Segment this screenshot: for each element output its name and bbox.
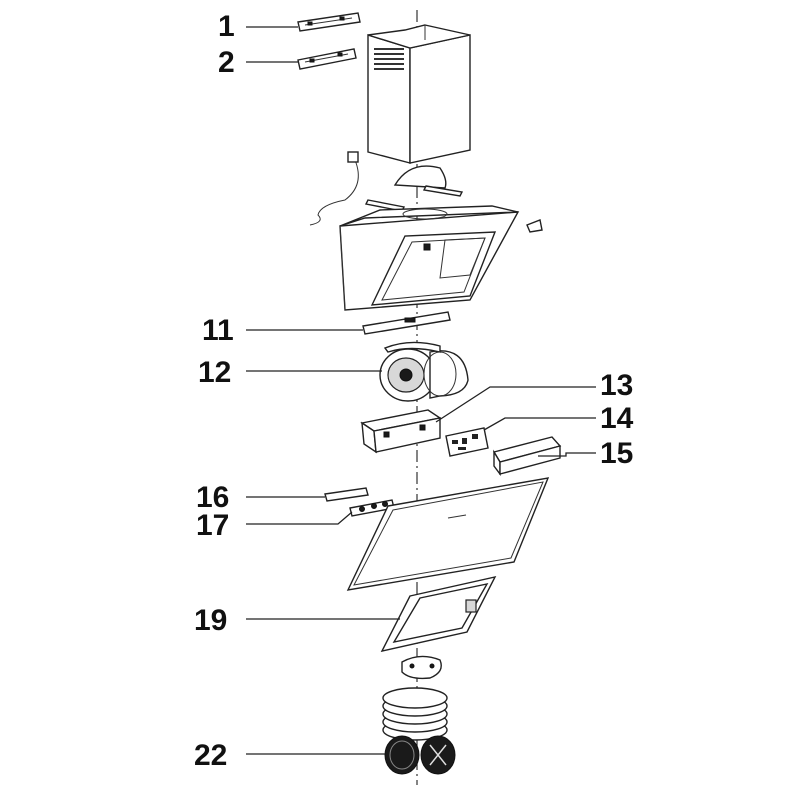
part-12-blower xyxy=(379,341,469,402)
part-1-bracket xyxy=(297,12,361,32)
filter-clips xyxy=(401,655,442,680)
label-14: 14 xyxy=(600,402,634,435)
label-15: 15 xyxy=(600,437,633,470)
rail-right xyxy=(422,185,464,197)
leader-15 xyxy=(538,452,596,457)
label-2: 2 xyxy=(218,46,235,79)
part-11-bar xyxy=(362,311,451,335)
label-19: 19 xyxy=(194,604,227,637)
label-11: 11 xyxy=(202,314,234,347)
dome-connector xyxy=(393,165,447,189)
part-13-switch-box xyxy=(360,409,442,454)
part-22-carbon-filters xyxy=(384,735,456,775)
leader-14 xyxy=(483,417,596,431)
part-15-housing xyxy=(492,436,562,477)
part-19-grease-filter xyxy=(380,575,497,653)
part-14-circuit-board xyxy=(445,427,489,457)
label-22: 22 xyxy=(194,739,227,772)
charcoal-rings xyxy=(382,687,448,741)
chimney-cover xyxy=(367,24,471,164)
leader-13 xyxy=(435,386,596,423)
part-16-strip xyxy=(324,487,369,502)
label-13: 13 xyxy=(600,369,633,402)
side-clip xyxy=(526,219,543,233)
glass-panel xyxy=(346,477,550,591)
label-12: 12 xyxy=(198,356,231,389)
label-1: 1 xyxy=(218,10,235,43)
label-16: 16 xyxy=(196,481,229,514)
hood-body xyxy=(339,205,520,311)
label-17: 17 xyxy=(196,509,229,542)
power-cable xyxy=(309,151,359,226)
part-2-bracket xyxy=(297,48,357,70)
leader-17 xyxy=(246,511,353,525)
